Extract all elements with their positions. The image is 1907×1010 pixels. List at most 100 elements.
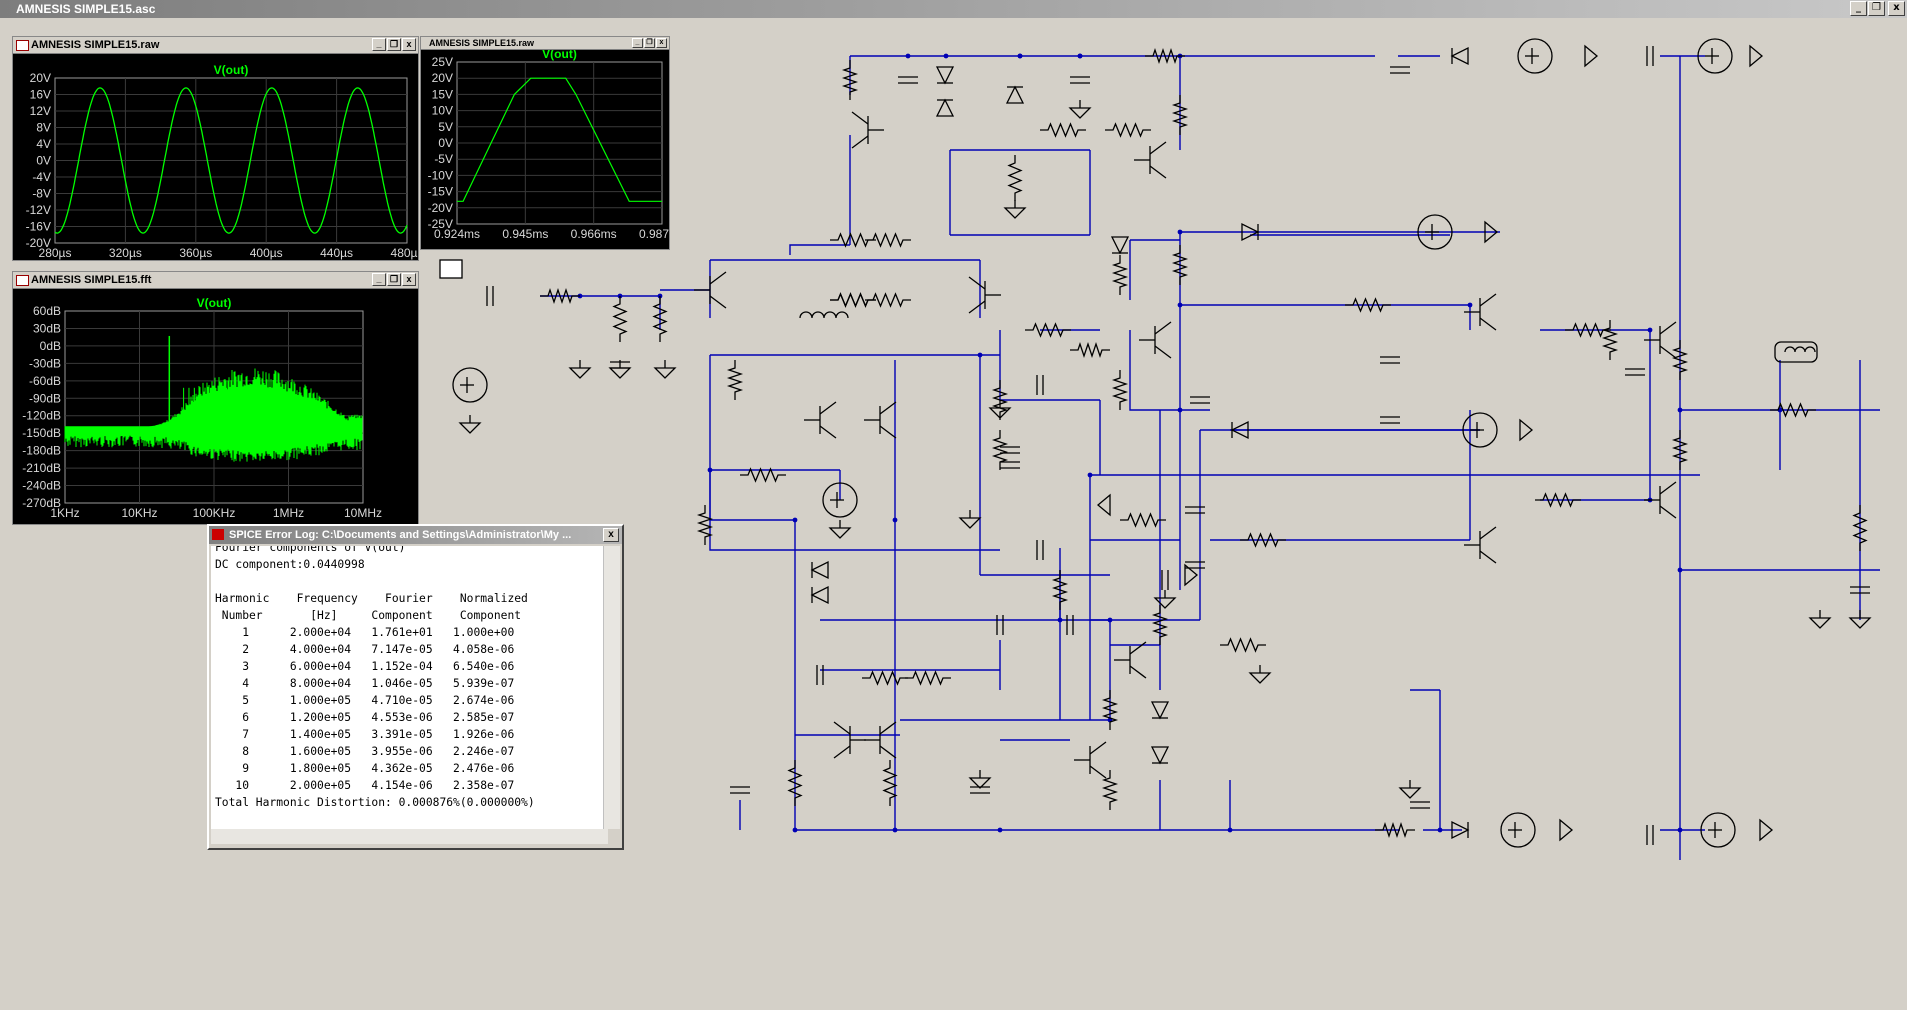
- time-plot-2[interactable]: 25V20V15V10V5V0V-5V-10V-15V-20V-25V0.924…: [421, 47, 685, 250]
- capacitor-symbol[interactable]: [1380, 416, 1400, 424]
- capacitor-symbol[interactable]: [816, 665, 824, 685]
- diode-symbol[interactable]: [935, 98, 955, 117]
- resistor-symbol[interactable]: [1111, 370, 1129, 410]
- transistor-symbol[interactable]: [864, 401, 897, 439]
- resistor-symbol[interactable]: [830, 232, 876, 248]
- minimize-button[interactable]: _: [372, 38, 386, 51]
- capacitor-symbol[interactable]: [1000, 446, 1020, 454]
- resistor-symbol[interactable]: [696, 505, 714, 545]
- resistor-symbol[interactable]: [1171, 245, 1189, 285]
- resistor-symbol[interactable]: [1101, 770, 1119, 810]
- transistor-symbol[interactable]: [1114, 641, 1147, 679]
- close-button[interactable]: x: [402, 38, 416, 51]
- resistor-symbol[interactable]: [1101, 690, 1119, 730]
- transistor-symbol[interactable]: [1134, 141, 1167, 179]
- transistor-symbol[interactable]: [1139, 321, 1172, 359]
- restore-button[interactable]: ❐: [387, 38, 401, 51]
- resistor-symbol[interactable]: [540, 287, 580, 305]
- capacitor-symbol[interactable]: [1161, 570, 1169, 590]
- resistor-symbol[interactable]: [905, 670, 951, 686]
- transistor-symbol[interactable]: [851, 111, 884, 149]
- resistor-symbol[interactable]: [1171, 95, 1189, 135]
- resistor-symbol[interactable]: [1105, 122, 1151, 138]
- voltage-source-symbol[interactable]: [822, 482, 858, 518]
- resistor-symbol[interactable]: [1535, 492, 1581, 508]
- diode-symbol[interactable]: [935, 66, 955, 85]
- capacitor-symbol[interactable]: [1850, 586, 1870, 594]
- diode-symbol[interactable]: [810, 585, 829, 605]
- resistor-symbol[interactable]: [726, 360, 744, 400]
- resistor-symbol[interactable]: [1852, 505, 1868, 551]
- close-button[interactable]: x: [1888, 1, 1905, 16]
- diode-symbol[interactable]: [1450, 46, 1469, 66]
- capacitor-symbol[interactable]: [1190, 396, 1210, 404]
- resistor-symbol[interactable]: [1345, 297, 1391, 313]
- capacitor-symbol[interactable]: [996, 615, 1004, 635]
- close-button[interactable]: x: [402, 273, 416, 286]
- minimize-button[interactable]: _: [372, 273, 386, 286]
- spice-error-log-window[interactable]: SPICE Error Log: C:\Documents and Settin…: [207, 524, 624, 850]
- voltage-source-symbol[interactable]: [1697, 38, 1733, 74]
- capacitor-symbol[interactable]: [1000, 461, 1020, 469]
- restore-button[interactable]: ❐: [1868, 1, 1885, 16]
- capacitor-symbol[interactable]: [1380, 356, 1400, 364]
- resistor-symbol[interactable]: [740, 467, 786, 483]
- resistor-symbol[interactable]: [1151, 605, 1169, 645]
- inductor-symbol[interactable]: [799, 311, 849, 319]
- voltage-source-symbol[interactable]: [1517, 38, 1553, 74]
- fft-plot[interactable]: 60dB30dB0dB-30dB-60dB-90dB-120dB-150dB-1…: [13, 289, 418, 525]
- resistor-symbol[interactable]: [1025, 322, 1071, 338]
- resistor-symbol[interactable]: [1051, 570, 1069, 610]
- diode-symbol[interactable]: [1230, 420, 1249, 440]
- capacitor-symbol[interactable]: [1185, 506, 1205, 514]
- voltage-source-symbol[interactable]: [452, 367, 488, 403]
- diode-symbol[interactable]: [1110, 236, 1130, 255]
- diode-symbol[interactable]: [1150, 701, 1170, 720]
- resistor-symbol[interactable]: [1671, 430, 1689, 470]
- resistor-symbol[interactable]: [612, 296, 628, 342]
- minimize-button[interactable]: _: [632, 38, 643, 48]
- resistor-symbol[interactable]: [1601, 320, 1619, 360]
- capacitor-symbol[interactable]: [1066, 615, 1074, 635]
- resistor-symbol[interactable]: [1220, 637, 1266, 653]
- capacitor-symbol[interactable]: [1646, 46, 1654, 66]
- resistor-symbol[interactable]: [841, 60, 859, 100]
- resistor-symbol[interactable]: [1070, 341, 1110, 359]
- transistor-symbol[interactable]: [968, 276, 1001, 314]
- minimize-button[interactable]: _: [1850, 1, 1867, 16]
- input-port[interactable]: [439, 259, 463, 279]
- diode-symbol[interactable]: [1005, 85, 1025, 104]
- resistor-symbol[interactable]: [1770, 402, 1816, 418]
- capacitor-symbol[interactable]: [730, 786, 750, 794]
- resistor-symbol[interactable]: [652, 296, 668, 342]
- transistor-symbol[interactable]: [1644, 481, 1677, 519]
- transistor-symbol[interactable]: [864, 721, 897, 759]
- inductor-symbol[interactable]: [1774, 341, 1818, 363]
- diode-symbol[interactable]: [810, 560, 829, 580]
- capacitor-symbol[interactable]: [486, 286, 494, 306]
- transistor-symbol[interactable]: [1464, 526, 1497, 564]
- resistor-symbol[interactable]: [1120, 512, 1166, 528]
- resistor-symbol[interactable]: [865, 292, 911, 308]
- voltage-source-symbol[interactable]: [1500, 812, 1536, 848]
- restore-button[interactable]: ❐: [387, 273, 401, 286]
- capacitor-symbol[interactable]: [970, 786, 990, 794]
- voltage-source-symbol[interactable]: [1417, 214, 1453, 250]
- diode-symbol[interactable]: [1451, 820, 1470, 840]
- close-button[interactable]: x: [656, 38, 667, 48]
- resistor-symbol[interactable]: [830, 292, 876, 308]
- transistor-symbol[interactable]: [1464, 293, 1497, 331]
- diode-symbol[interactable]: [1241, 222, 1260, 242]
- resistor-symbol[interactable]: [787, 760, 803, 806]
- capacitor-symbol[interactable]: [1036, 375, 1044, 395]
- capacitor-symbol[interactable]: [1390, 66, 1410, 74]
- schematic-canvas[interactable]: [0, 18, 1907, 1010]
- resistor-symbol[interactable]: [991, 430, 1009, 470]
- resistor-symbol[interactable]: [1671, 340, 1689, 380]
- resistor-symbol[interactable]: [882, 760, 898, 806]
- diode-symbol[interactable]: [1150, 746, 1170, 765]
- resistor-symbol[interactable]: [862, 670, 908, 686]
